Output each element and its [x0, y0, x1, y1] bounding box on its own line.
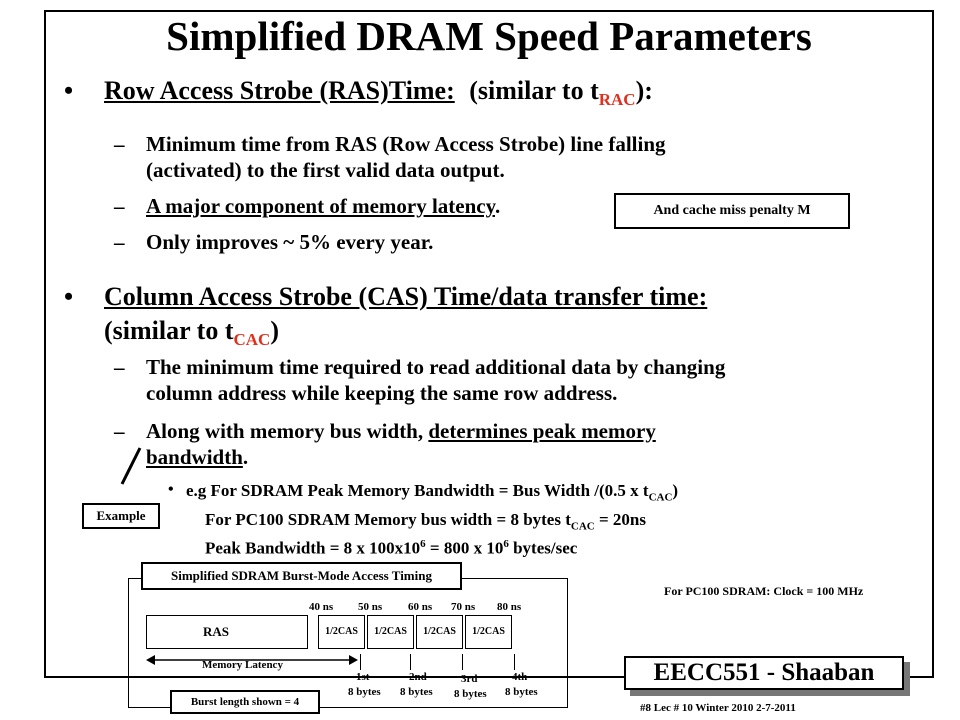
- slide-footer: #8 Lec # 10 Winter 2010 2-7-2011: [640, 702, 796, 714]
- output-4-bytes: 8 bytes: [505, 686, 538, 698]
- cache-miss-callout: And cache miss penalty M: [614, 193, 850, 229]
- cas-block: 1/2CAS: [416, 615, 463, 649]
- time-50ns: 50 ns: [358, 601, 383, 613]
- ras-item-1: Minimum time from RAS (Row Access Strobe…: [146, 132, 666, 182]
- output-2-ord: 2nd: [409, 671, 427, 683]
- output-tick: [360, 654, 361, 670]
- cas-item-dash: –: [114, 355, 125, 379]
- slide-frame: [44, 10, 934, 678]
- eg-dot: •: [168, 481, 174, 498]
- cas-item-1: The minimum time required to read additi…: [146, 355, 726, 405]
- output-1-ord: 1st: [356, 671, 370, 683]
- output-3-ord: 3rd: [461, 673, 478, 685]
- cas-block: 1/2CAS: [465, 615, 512, 649]
- cas-item-dash: –: [114, 419, 125, 443]
- time-60ns: 60 ns: [408, 601, 433, 613]
- course-badge: EECC551 - Shaaban: [624, 656, 904, 690]
- ras-item-2: A major component of memory latency.: [146, 194, 501, 218]
- output-tick: [462, 654, 463, 670]
- ras-item-dash: –: [114, 230, 125, 254]
- slide-title: Simplified DRAM Speed Parameters: [166, 13, 812, 59]
- output-3-bytes: 8 bytes: [454, 688, 487, 700]
- eg-bandwidth-formula: e.g For SDRAM Peak Memory Bandwidth = Bu…: [186, 481, 679, 504]
- ras-heading: Row Access Strobe (RAS)Time:: [104, 76, 455, 105]
- time-40ns: 40 ns: [309, 601, 334, 613]
- cas-block: 1/2CAS: [318, 615, 365, 649]
- output-2-bytes: 8 bytes: [400, 686, 433, 698]
- ras-item-3: Only improves ~ 5% every year.: [146, 230, 434, 254]
- time-80ns: 80 ns: [497, 601, 522, 613]
- timing-diagram-label: Simplified SDRAM Burst-Mode Access Timin…: [141, 562, 462, 590]
- burst-length-label: Burst length shown = 4: [170, 690, 320, 714]
- ras-similar: (similar to tRAC):: [469, 76, 653, 110]
- time-70ns: 70 ns: [451, 601, 476, 613]
- bullet-dot: •: [64, 76, 74, 105]
- clock-note: For PC100 SDRAM: Clock = 100 MHz: [664, 584, 864, 598]
- ras-item-dash: –: [114, 194, 125, 218]
- output-4-ord: 4th: [512, 671, 528, 683]
- example-label: Example: [82, 503, 160, 529]
- example-arrow-line: [120, 447, 142, 485]
- cas-heading: Column Access Strobe (CAS) Time/data tra…: [104, 282, 708, 311]
- cas-item-2: Along with memory bus width, determines …: [146, 419, 656, 469]
- cas-similar: (similar to tCAC): [104, 316, 280, 350]
- output-tick: [514, 654, 515, 670]
- bullet-dot: •: [64, 282, 74, 311]
- cas-block: 1/2CAS: [367, 615, 414, 649]
- ras-item-dash: –: [114, 132, 125, 156]
- ras-bullet: Row Access Strobe (RAS)Time: (similar to…: [104, 76, 653, 110]
- latency-arrow: [146, 655, 358, 665]
- latency-label: Memory Latency: [202, 659, 283, 671]
- output-tick: [410, 654, 411, 670]
- pc100-line: For PC100 SDRAM Memory bus width = 8 byt…: [205, 510, 646, 533]
- ras-block: RAS: [146, 615, 308, 649]
- peak-bandwidth-line: Peak Bandwidth = 8 x 100x106 = 800 x 106…: [205, 538, 578, 558]
- output-1-bytes: 8 bytes: [348, 686, 381, 698]
